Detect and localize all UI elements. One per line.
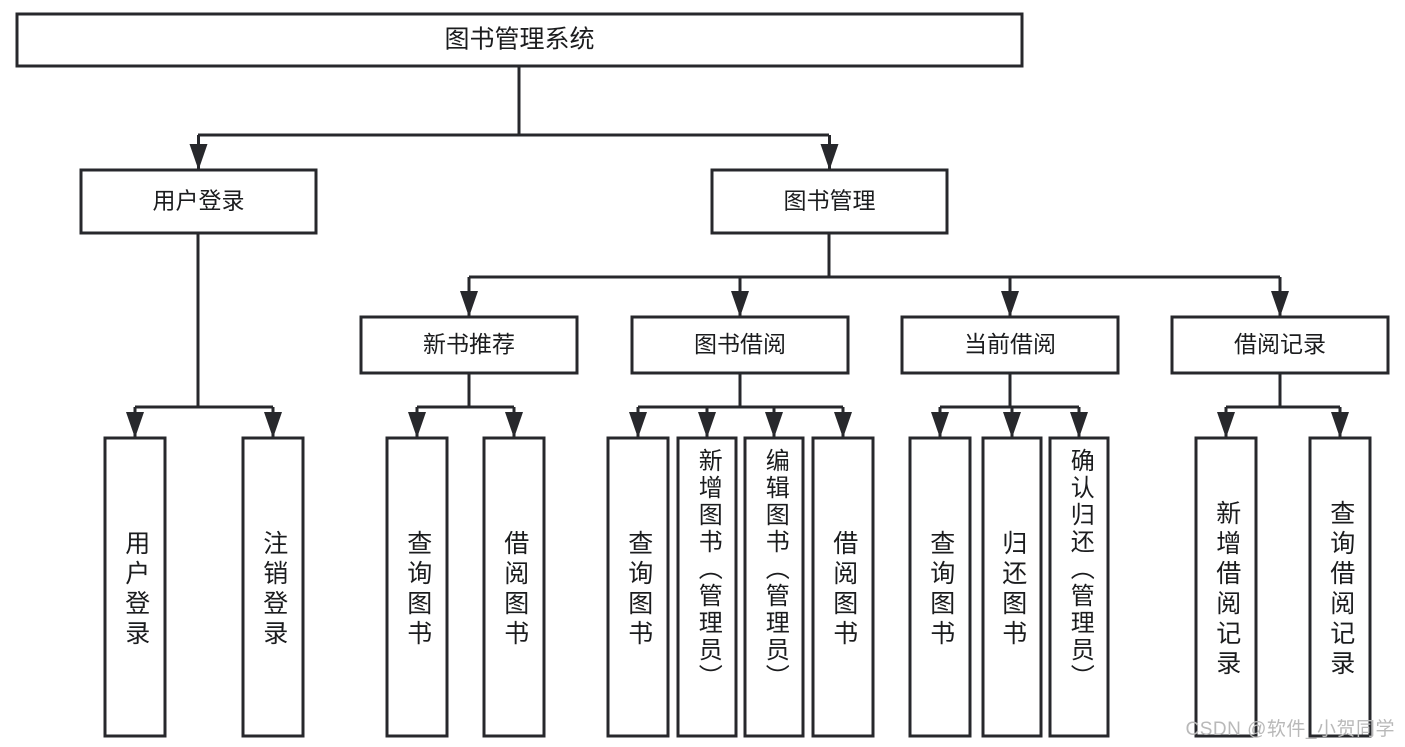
node-leaf-2[interactable] bbox=[385, 436, 449, 738]
node-leaf-1[interactable] bbox=[241, 436, 305, 738]
rec-bus-arrow-0 bbox=[1217, 412, 1235, 438]
node-l3-0-rect[interactable] bbox=[359, 315, 579, 375]
l2-bus-arrow-0 bbox=[460, 291, 478, 317]
new-bus-arrow-0 bbox=[408, 412, 426, 438]
node-l3-1-rect[interactable] bbox=[630, 315, 850, 375]
node-leaf-5[interactable] bbox=[676, 436, 738, 738]
node-l3-2[interactable]: 当前借阅 bbox=[900, 315, 1120, 375]
node-leaf-0[interactable] bbox=[103, 436, 167, 738]
node-leaf-10[interactable] bbox=[1048, 436, 1110, 738]
node-l2-0[interactable]: 用户登录 bbox=[79, 168, 318, 235]
cur-bus-arrow-0 bbox=[931, 412, 949, 438]
node-l3-2-rect[interactable] bbox=[900, 315, 1120, 375]
node-l3-3-label: 借阅记录 bbox=[1234, 331, 1326, 357]
borrow-bus-arrow-2 bbox=[765, 412, 783, 438]
node-leaf-4[interactable] bbox=[606, 436, 670, 738]
node-l3-0-label: 新书推荐 bbox=[423, 331, 515, 357]
node-leaf-3[interactable] bbox=[482, 436, 546, 738]
cur-bus-arrow-2 bbox=[1070, 412, 1088, 438]
login-bus-arrow-1 bbox=[264, 412, 282, 438]
node-l2-1-rect[interactable] bbox=[710, 168, 949, 235]
new-bus-arrow-1 bbox=[505, 412, 523, 438]
node-l3-1-label: 图书借阅 bbox=[694, 331, 786, 357]
borrow-bus-arrow-0 bbox=[629, 412, 647, 438]
rec-bus-arrow-1 bbox=[1331, 412, 1349, 438]
node-leaf-7[interactable] bbox=[811, 436, 875, 738]
node-root-rect[interactable] bbox=[15, 12, 1024, 68]
l2-bus-arrow-1 bbox=[731, 291, 749, 317]
node-leaf-11[interactable] bbox=[1194, 436, 1258, 738]
node-l3-1[interactable]: 图书借阅 bbox=[630, 315, 850, 375]
borrow-bus-arrow-1 bbox=[698, 412, 716, 438]
watermark-credit: CSDN @软件_小贺同学 bbox=[1185, 719, 1395, 740]
node-root-label: 图书管理系统 bbox=[444, 26, 594, 54]
connectors-layer bbox=[126, 66, 1349, 438]
root-bus-arrow-1 bbox=[820, 144, 839, 170]
cur-bus-arrow-1 bbox=[1003, 412, 1021, 438]
node-leaf-8[interactable] bbox=[908, 436, 972, 738]
borrow-bus-arrow-3 bbox=[834, 412, 852, 438]
node-root[interactable]: 图书管理系统 bbox=[15, 12, 1024, 68]
node-l3-3[interactable]: 借阅记录 bbox=[1170, 315, 1390, 375]
node-l2-1-label: 图书管理 bbox=[784, 188, 876, 214]
node-l3-0[interactable]: 新书推荐 bbox=[359, 315, 579, 375]
node-l3-3-rect[interactable] bbox=[1170, 315, 1390, 375]
login-bus-arrow-0 bbox=[126, 412, 144, 438]
node-leaf-6[interactable] bbox=[743, 436, 805, 738]
node-leaf-9[interactable] bbox=[981, 436, 1043, 738]
node-l3-2-label: 当前借阅 bbox=[964, 331, 1056, 357]
node-l2-1[interactable]: 图书管理 bbox=[710, 168, 949, 235]
l2-bus-arrow-2 bbox=[1001, 291, 1019, 317]
l2-bus-arrow-3 bbox=[1271, 291, 1289, 317]
node-l2-0-label: 用户登录 bbox=[153, 188, 245, 214]
node-leaf-12[interactable] bbox=[1308, 436, 1372, 738]
root-bus-arrow-0 bbox=[189, 144, 208, 170]
node-l2-0-rect[interactable] bbox=[79, 168, 318, 235]
